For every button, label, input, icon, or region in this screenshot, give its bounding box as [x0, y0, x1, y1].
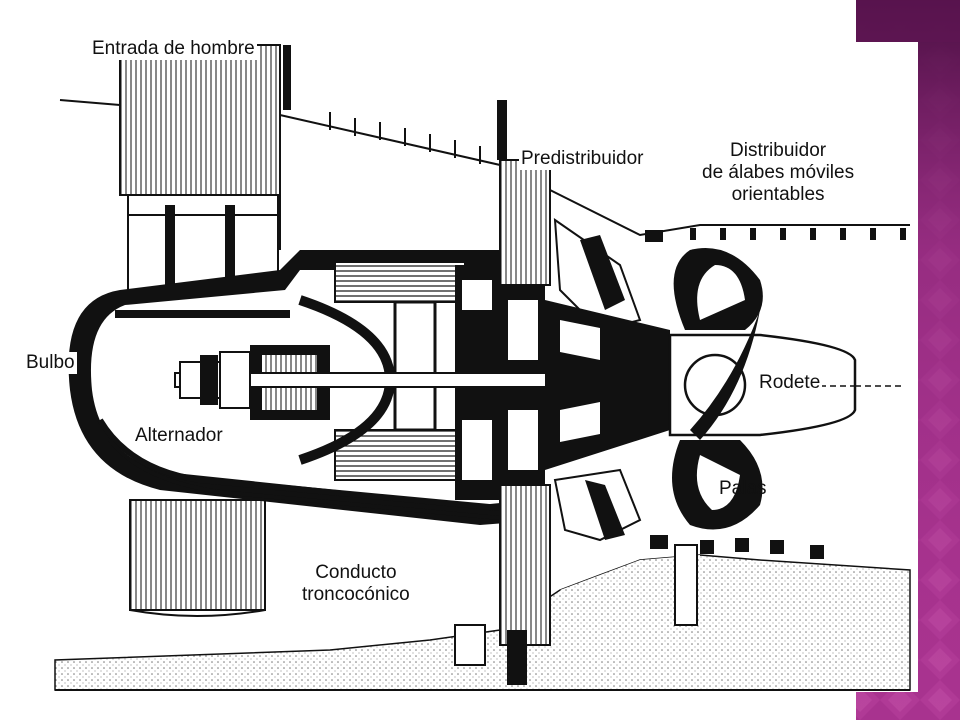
runner-blades — [672, 248, 763, 530]
label-conduit-line2: troncocónico — [302, 583, 410, 605]
label-distributor-line1: Distribuidor — [730, 140, 827, 161]
label-bulb: Bulbo — [24, 352, 77, 374]
accent-band — [856, 0, 960, 720]
guide-vanes — [545, 217, 824, 559]
label-blades: Palas — [719, 478, 767, 499]
label-alternator: Alternador — [133, 425, 225, 447]
label-predistributor: Predistribuidor — [519, 148, 646, 170]
label-runner: Rodete — [757, 372, 823, 394]
predistributor-column — [497, 100, 551, 685]
label-distributor: Distribuidor de álabes móviles orientabl… — [700, 140, 857, 206]
label-distributor-line3: orientables — [731, 183, 825, 205]
foundation — [54, 544, 911, 691]
label-manhole: Entrada de hombre — [90, 38, 257, 60]
label-conduit: Conducto troncocónico — [300, 562, 412, 606]
manhole-shaft — [119, 44, 291, 311]
label-conduit-line1: Conducto — [315, 562, 397, 583]
support-column — [129, 499, 266, 617]
label-distributor-line2: de álabes móviles — [702, 161, 855, 183]
